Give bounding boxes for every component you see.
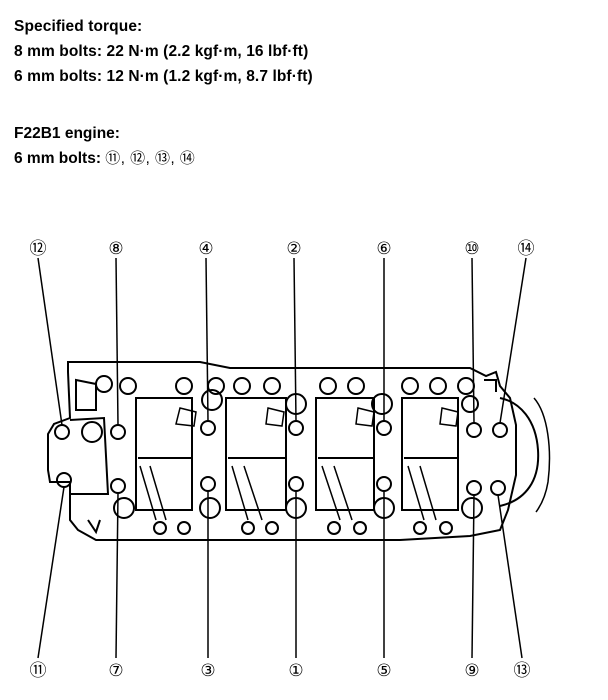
engine-label: F22B1 engine: [14, 125, 120, 142]
bolt-top-3 [200, 420, 216, 436]
specified-torque-heading: Specified torque: [14, 18, 143, 35]
callout-bottom-1: ⑪ [30, 661, 47, 681]
callout-top-5: ⑥ [376, 239, 391, 259]
leader-bottom-7 [497, 494, 523, 659]
callout-bottom-6: ⑨ [464, 661, 479, 681]
callout-bottom-2: ⑦ [108, 661, 123, 681]
callout-top-2: ⑧ [108, 239, 123, 259]
callout-top-3: ④ [198, 239, 213, 259]
bolt-top-6 [466, 422, 482, 438]
bolt-bottom-7 [490, 480, 506, 496]
leader-top-3 [205, 257, 209, 422]
leader-bottom-1 [37, 486, 65, 659]
bolt-top-2 [110, 424, 126, 440]
callout-top-7: ⑭ [518, 239, 535, 259]
engine-6mm-bolts: 6 mm bolts: ⑪, ⑫, ⑬, ⑭ [14, 146, 195, 171]
callout-bottom-3: ③ [200, 661, 215, 681]
leader-top-2 [115, 257, 119, 426]
leader-top-6 [471, 257, 475, 424]
bolt-bottom-4 [288, 476, 304, 492]
leader-top-4 [293, 257, 297, 422]
leader-top-7 [499, 257, 527, 424]
cylinder-head-outline [47, 361, 517, 541]
bolt-bottom-2 [110, 478, 126, 494]
callout-top-6: ⑩ [464, 239, 479, 259]
bolt-bottom-3 [200, 476, 216, 492]
callout-top-1: ⑫ [30, 239, 47, 259]
bolt-top-7 [492, 422, 508, 438]
torque-6mm-bolts: 6 mm bolts: 12 N·m (1.2 kgf·m, 8.7 lbf·f… [14, 68, 313, 85]
leader-top-1 [37, 257, 63, 426]
leader-lines [37, 257, 527, 659]
bolt-top-4 [288, 420, 304, 436]
bolt-bottom-1 [56, 472, 72, 488]
cam-carrier-row [135, 397, 459, 521]
callout-bottom-4: ① [288, 661, 303, 681]
cam-end-cover [499, 397, 551, 513]
leader-bottom-6 [471, 494, 475, 659]
engine-note-block: F22B1 engine: 6 mm bolts: ⑪, ⑫, ⑬, ⑭ [14, 121, 195, 171]
callout-top-4: ② [286, 239, 301, 259]
engine-6mm-bolts-label: 6 mm bolts: [14, 150, 101, 167]
bolt-bottom-5 [376, 476, 392, 492]
callout-bottom-7: ⑬ [514, 661, 531, 681]
bolt-bottom-6 [466, 480, 482, 496]
leader-bottom-2 [115, 492, 119, 659]
callout-bottom-5: ⑤ [376, 661, 391, 681]
torque-spec-block: Specified torque: 8 mm bolts: 22 N·m (2.… [14, 14, 313, 89]
torque-8mm-bolts: 8 mm bolts: 22 N·m (2.2 kgf·m, 16 lbf·ft… [14, 43, 309, 60]
bolt-top-5 [376, 420, 392, 436]
engine-6mm-bolts-list: ⑪, ⑫, ⑬, ⑭ [105, 150, 196, 167]
bolt-callouts: ⑫ ⑧ ④ ② ⑥ ⑩ ⑭ ⑪ ⑦ ③ ① ⑤ ⑨ ⑬ [30, 239, 535, 681]
bolt-top-1 [54, 424, 70, 440]
